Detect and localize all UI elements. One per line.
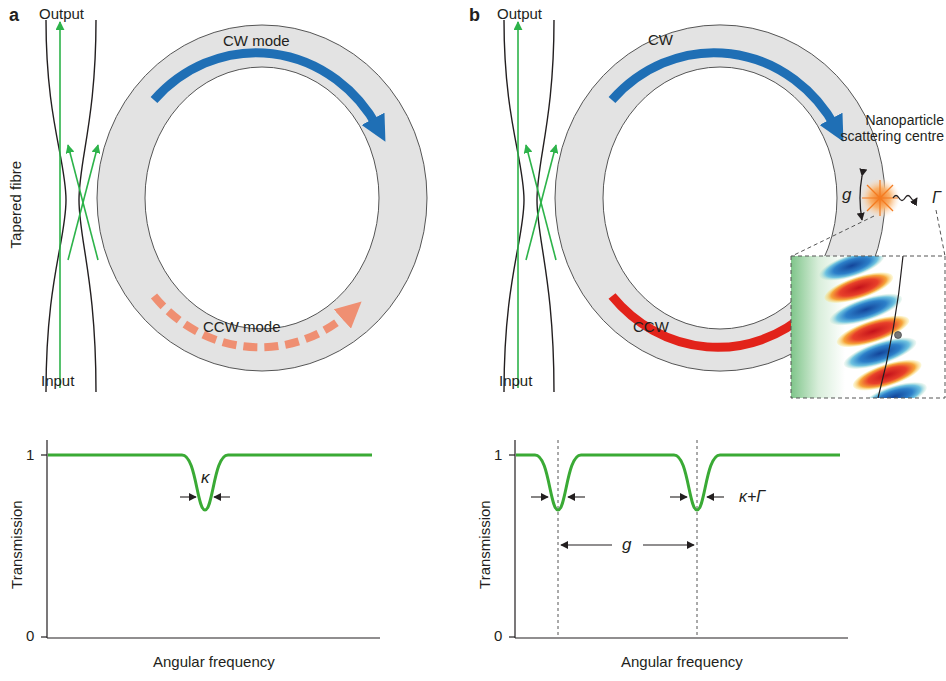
field-inset: [791, 244, 945, 420]
coupling-arrow: [860, 176, 862, 220]
tapered-fibre: [46, 20, 98, 392]
nanoparticle: [867, 185, 893, 211]
inset-leader: [792, 216, 874, 256]
tapered-fibre: [526, 145, 556, 260]
linewidth-arrows: [643, 544, 694, 545]
linewidth-symbol: κ+Γ: [739, 488, 765, 506]
coupling-symbol: g: [842, 185, 851, 205]
cw-arrow: [612, 53, 836, 128]
tapered-fibre: [504, 20, 524, 392]
tapered-fibre: [517, 22, 519, 388]
splitting-symbol: g: [620, 535, 633, 555]
linewidth-arrows: [180, 496, 196, 497]
cw-arrow: [154, 53, 378, 128]
mode-label: CCW mode: [203, 318, 281, 335]
scatterer-label: Nanoparticle scattering centre: [832, 112, 944, 144]
port-label: Output: [39, 5, 84, 22]
plot-axes: [41, 636, 47, 637]
tapered-fibre: [59, 22, 61, 388]
linewidth-arrows: [214, 496, 230, 497]
resonance-marker: [558, 440, 697, 636]
plot-axes: [41, 454, 47, 455]
port-label: Input: [41, 372, 74, 389]
coupling-arrow: [860, 176, 862, 220]
transmission-curve: [516, 455, 840, 510]
field-inset: [878, 256, 903, 398]
field-inset: [812, 256, 934, 398]
linewidth-arrows: [561, 544, 612, 545]
microresonator-ring: [97, 25, 427, 371]
field-inset: [895, 332, 902, 339]
axis-tick: 0: [26, 627, 34, 644]
plot-axes: [41, 440, 380, 638]
wavy-arrow: [893, 196, 917, 201]
plot-axes: [509, 440, 848, 638]
field-inset: [859, 376, 930, 398]
plot-axes: [514, 440, 515, 638]
axis-tick: 1: [26, 446, 34, 463]
plot-axes: [509, 454, 515, 455]
axis-title: Transmission: [476, 500, 493, 589]
tapered-fibre: [504, 20, 556, 392]
linewidth-arrows: [180, 496, 230, 497]
axis-title: Angular frequency: [621, 653, 743, 670]
axis-title: Angular frequency: [153, 653, 275, 670]
port-label: Input: [499, 372, 532, 389]
nanoparticle: [860, 178, 900, 218]
plot-axes: [515, 637, 848, 638]
microresonator-ring: [97, 25, 427, 371]
transmission-curve: [48, 455, 372, 510]
axis-title: Transmission: [8, 500, 25, 589]
tapered-fibre: [68, 145, 98, 260]
tapered-fibre: [526, 145, 556, 260]
axis-tick: 1: [494, 446, 502, 463]
mode-label: CW: [648, 31, 673, 48]
field-inset: [791, 256, 945, 398]
tapered-fibre: [68, 145, 98, 260]
linewidth-arrows: [568, 496, 585, 497]
linewidth-arrows: [707, 496, 724, 497]
inset-leader: [792, 210, 945, 256]
inset-leader: [936, 210, 945, 256]
nanoparticle: [867, 185, 893, 211]
plot-axes: [46, 440, 47, 638]
nanoparticle: [860, 178, 900, 218]
axis-tick: 0: [494, 627, 502, 644]
mode-label: CCW: [633, 318, 669, 335]
panel-letter: a: [9, 5, 19, 26]
ccw-arrow: [612, 296, 808, 347]
plot-axes: [509, 636, 515, 637]
mode-label: CW mode: [223, 32, 290, 49]
resonance-marker: [558, 440, 559, 636]
resonance-marker: [697, 440, 698, 636]
linewidth-symbol: κ: [201, 468, 210, 488]
field-inset: [791, 256, 945, 398]
panel-letter: b: [469, 5, 480, 26]
port-label: Output: [497, 5, 542, 22]
ccw-arrow: [154, 296, 350, 347]
linewidth-arrows: [531, 496, 548, 497]
loss-symbol: Γ: [932, 189, 941, 207]
fibre-label: Tapered fibre: [7, 161, 24, 249]
linewidth-arrows: [670, 496, 687, 497]
nanoparticle: [862, 180, 898, 216]
field-inset: [791, 256, 945, 398]
tapered-fibre: [46, 20, 66, 392]
plot-axes: [47, 637, 380, 638]
